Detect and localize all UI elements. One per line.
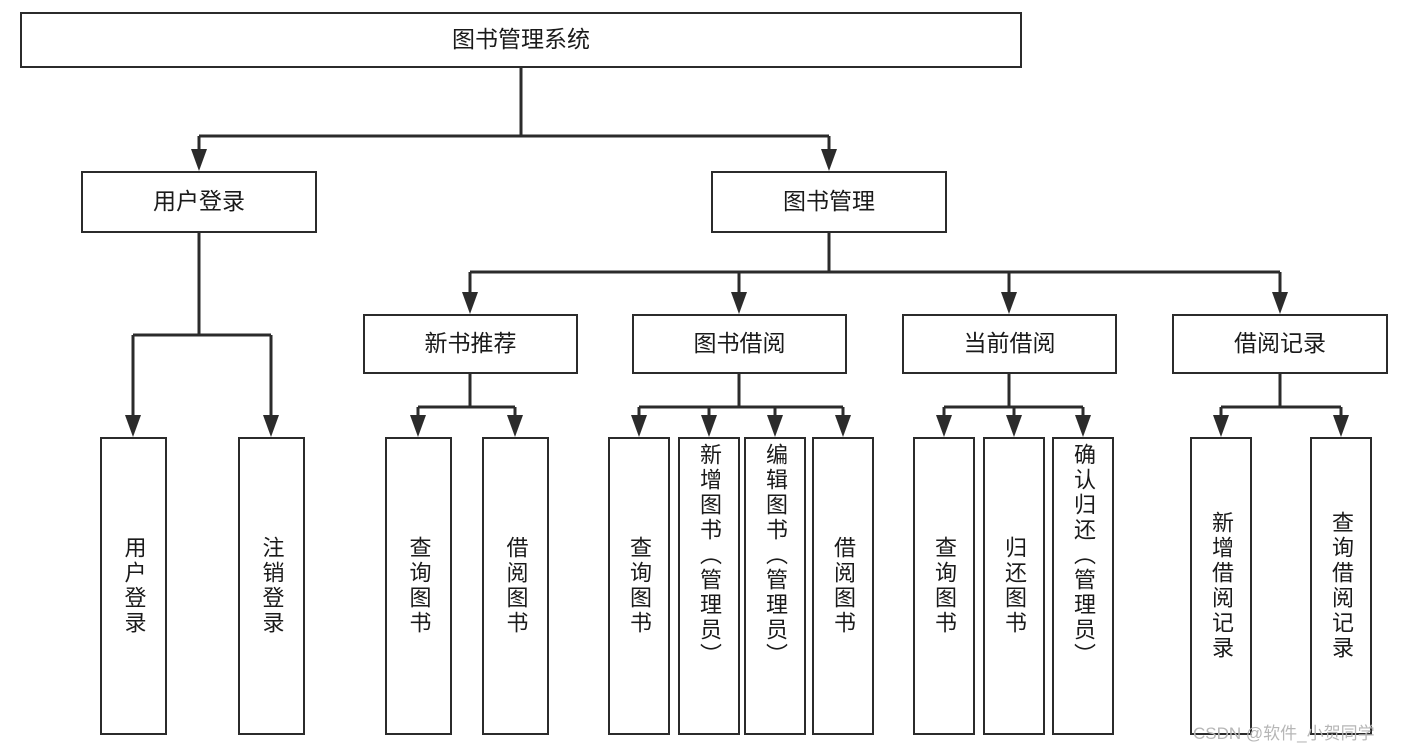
node-leaf-borrow-book-1[interactable]: 借阅图书	[482, 437, 549, 735]
arrow-head-new-book-recommend-to-leaves-1	[507, 415, 523, 437]
node-borrow-record[interactable]: 借阅记录	[1172, 314, 1388, 374]
node-leaf-query-book-3[interactable]: 查询图书	[913, 437, 975, 735]
node-leaf-return-book[interactable]: 归还图书	[983, 437, 1045, 735]
node-label-leaf-borrow-book-2: 借阅图书	[831, 536, 856, 636]
node-leaf-edit-book[interactable]: 编辑图书（管理员）	[744, 437, 806, 735]
node-root[interactable]: 图书管理系统	[20, 12, 1022, 68]
node-leaf-query-book-2[interactable]: 查询图书	[608, 437, 670, 735]
arrow-head-borrow-record-to-leaves-0	[1213, 415, 1229, 437]
node-leaf-user-logout[interactable]: 注销登录	[238, 437, 305, 735]
node-label-leaf-edit-book: 编辑图书（管理员）	[763, 443, 788, 668]
node-label-leaf-query-book-3: 查询图书	[932, 536, 957, 636]
arrow-head-new-book-recommend-to-leaves-0	[410, 415, 426, 437]
node-book-borrow[interactable]: 图书借阅	[632, 314, 847, 374]
arrow-head-user-login-to-leaves-0	[125, 415, 141, 437]
node-leaf-user-login[interactable]: 用户登录	[100, 437, 167, 735]
node-leaf-add-record[interactable]: 新增借阅记录	[1190, 437, 1252, 735]
node-label-leaf-query-book-1: 查询图书	[406, 536, 432, 636]
arrow-head-book-manage-to-level2-3	[1272, 292, 1288, 314]
node-label-leaf-add-record: 新增借阅记录	[1209, 511, 1234, 661]
node-label-leaf-add-book: 新增图书（管理员）	[697, 443, 722, 668]
node-label-book-manage: 图书管理	[783, 188, 875, 215]
arrow-head-borrow-record-to-leaves-1	[1333, 415, 1349, 437]
node-label-book-borrow: 图书借阅	[693, 330, 786, 357]
arrow-head-root-to-level1-1	[821, 149, 837, 171]
node-leaf-confirm-return[interactable]: 确认归还（管理员）	[1052, 437, 1114, 735]
node-leaf-query-record[interactable]: 查询借阅记录	[1310, 437, 1372, 735]
arrow-head-book-manage-to-level2-1	[731, 292, 747, 314]
node-label-leaf-query-book-2: 查询图书	[627, 536, 652, 636]
arrow-head-book-borrow-to-leaves-3	[835, 415, 851, 437]
node-label-leaf-borrow-book-1: 借阅图书	[503, 536, 529, 636]
arrow-head-root-to-level1-0	[191, 149, 207, 171]
node-current-borrow[interactable]: 当前借阅	[902, 314, 1117, 374]
node-label-leaf-confirm-return: 确认归还（管理员）	[1071, 443, 1096, 668]
node-leaf-query-book-1[interactable]: 查询图书	[385, 437, 452, 735]
arrow-head-book-borrow-to-leaves-2	[767, 415, 783, 437]
node-book-manage[interactable]: 图书管理	[711, 171, 947, 233]
node-label-borrow-record: 借阅记录	[1234, 330, 1326, 357]
arrow-head-current-borrow-to-leaves-2	[1075, 415, 1091, 437]
arrow-head-current-borrow-to-leaves-0	[936, 415, 952, 437]
node-label-user-login: 用户登录	[153, 188, 245, 215]
node-new-book-recommend[interactable]: 新书推荐	[363, 314, 578, 374]
arrow-head-book-manage-to-level2-0	[462, 292, 478, 314]
node-label-root: 图书管理系统	[452, 26, 590, 53]
node-label-leaf-user-login: 用户登录	[121, 536, 147, 636]
node-leaf-add-book[interactable]: 新增图书（管理员）	[678, 437, 740, 735]
node-label-current-borrow: 当前借阅	[963, 330, 1056, 357]
arrow-head-current-borrow-to-leaves-1	[1006, 415, 1022, 437]
node-leaf-borrow-book-2[interactable]: 借阅图书	[812, 437, 874, 735]
arrow-head-book-borrow-to-leaves-0	[631, 415, 647, 437]
node-label-leaf-user-logout: 注销登录	[259, 536, 285, 636]
node-user-login[interactable]: 用户登录	[81, 171, 317, 233]
arrow-head-book-borrow-to-leaves-1	[701, 415, 717, 437]
node-label-leaf-query-record: 查询借阅记录	[1329, 511, 1354, 661]
node-label-new-book-recommend: 新书推荐	[424, 330, 517, 357]
arrow-head-user-login-to-leaves-1	[263, 415, 279, 437]
node-label-leaf-return-book: 归还图书	[1002, 536, 1027, 636]
arrow-head-book-manage-to-level2-2	[1001, 292, 1017, 314]
